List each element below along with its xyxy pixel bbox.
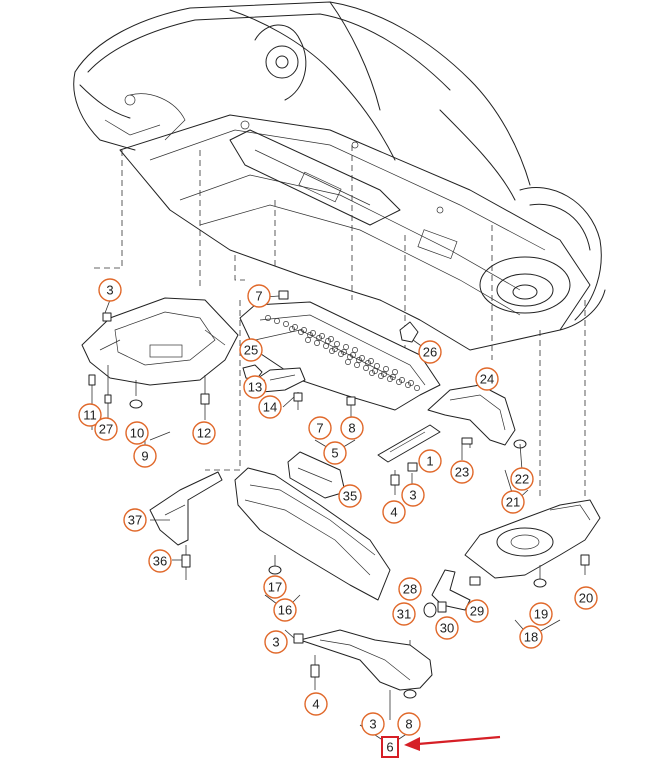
part-label-1: 1 [418,449,442,473]
part-label-7: 7 [247,284,271,308]
part-label-4: 4 [382,500,406,524]
part-label-text: 4 [312,697,319,712]
part-label-text: 37 [128,513,142,528]
rail-1 [377,424,441,472]
rear-underbody-shield-18 [464,499,601,588]
part-label-text: 36 [153,554,167,569]
part-label-27: 27 [94,417,118,441]
part-label-3: 3 [361,712,385,736]
part-label-text: 3 [272,635,279,650]
part-label-7: 7 [308,416,332,440]
part-label-14: 14 [258,395,282,419]
part-label-21: 21 [501,490,525,514]
bracket-28-assembly [423,569,481,618]
part-label-22: 22 [510,467,534,491]
part-label-26: 26 [418,340,442,364]
clip-26 [399,321,419,343]
part-label-text: 18 [524,630,538,645]
part-label-text: 24 [480,372,494,387]
part-label-text: 28 [403,582,417,597]
part-label-text: 25 [244,343,258,358]
part-label-11: 11 [78,403,102,427]
part-label-12: 12 [192,421,216,445]
part-label-text: 26 [423,345,437,360]
part-label-16: 16 [273,598,297,622]
part-label-text: 35 [343,489,357,504]
part-label-text: 12 [197,426,211,441]
bracket-37 [149,471,223,580]
part-label-text: 16 [278,603,292,618]
car-underbody-drawing [73,1,606,351]
part-label-37: 37 [123,508,147,532]
part-label-text: 8 [405,717,412,732]
part-label-text: 9 [141,449,148,464]
part-label-8: 8 [397,712,421,736]
highlight-arrow [404,735,501,751]
part-label-3: 3 [98,278,122,302]
part-label-text: 20 [579,591,593,606]
part-label-36: 36 [148,549,172,573]
part-label-25: 25 [239,338,263,362]
part-label-text: 13 [248,380,262,395]
part-label-6: 6 [381,736,399,758]
part-label-23: 23 [450,460,474,484]
part-label-5: 5 [323,441,347,465]
part-label-31: 31 [392,602,416,626]
part-label-29: 29 [465,599,489,623]
centre-floor-panel [239,290,441,420]
part-label-text: 3 [409,488,416,503]
part-label-8: 8 [340,416,364,440]
part-label-28: 28 [398,577,422,601]
part-label-text: 6 [386,740,393,755]
part-label-text: 10 [130,426,144,441]
part-label-text: 30 [440,621,454,636]
part-label-13: 13 [243,375,267,399]
part-label-text: 31 [397,607,411,622]
part-label-24: 24 [475,367,499,391]
part-label-text: 14 [263,400,277,415]
part-label-text: 23 [455,465,469,480]
part-label-10: 10 [125,421,149,445]
part-label-4: 4 [304,692,328,716]
part-label-text: 3 [106,283,113,298]
part-label-3: 3 [264,630,288,654]
part-label-text: 1 [426,454,433,469]
part-label-9: 9 [133,444,157,468]
part-label-text: 5 [331,446,338,461]
part-label-text: 8 [348,421,355,436]
part-label-text: 7 [316,421,323,436]
part-label-text: 29 [470,604,484,619]
part-label-text: 4 [390,505,397,520]
underbody-shield-6 [293,629,433,699]
part-label-text: 27 [99,422,113,437]
part-label-30: 30 [435,616,459,640]
front-engine-shield [81,297,239,420]
part-label-17: 17 [263,575,287,599]
guide-lines [92,145,586,700]
part-label-19: 19 [529,602,553,626]
part-label-text: 3 [369,717,376,732]
heat-shield-24 [427,384,527,449]
clip-3-and-bolt-4 [390,470,400,495]
part-label-text: 7 [255,289,262,304]
part-label-35: 35 [338,484,362,508]
part-label-20: 20 [574,586,598,610]
part-label-text: 11 [83,408,97,423]
part-label-18: 18 [519,625,543,649]
part-label-text: 22 [515,472,529,487]
side-underbody-shield-16 [234,467,391,601]
part-label-text: 19 [534,607,548,622]
part-label-text: 17 [268,580,282,595]
part-label-3: 3 [401,483,425,507]
part-label-text: 21 [506,495,520,510]
